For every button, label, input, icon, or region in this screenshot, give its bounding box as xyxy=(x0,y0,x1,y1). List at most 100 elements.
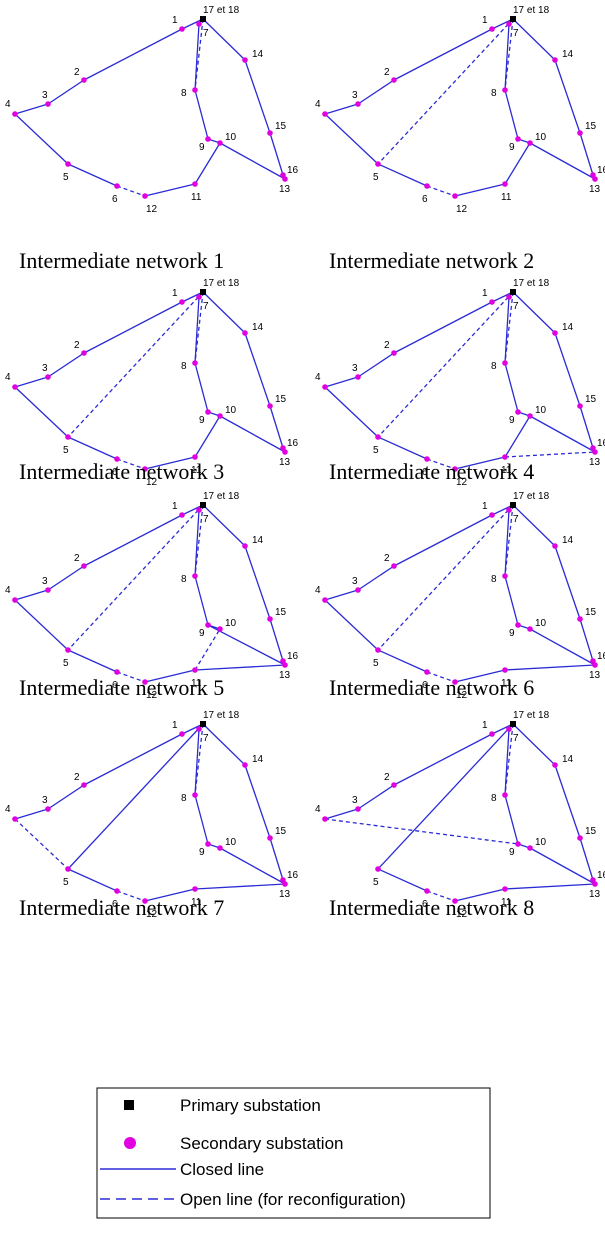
node-label-5: 5 xyxy=(373,172,379,183)
secondary-substation-node-6 xyxy=(424,669,430,675)
node-label-3: 3 xyxy=(352,363,358,374)
secondary-substation-node-2 xyxy=(391,350,397,356)
node-label-4: 4 xyxy=(315,99,321,110)
node-label-S: 17 et 18 xyxy=(513,491,550,502)
closed-line-14-15 xyxy=(244,59,271,134)
primary-substation-node xyxy=(510,502,516,508)
secondary-substation-node-12 xyxy=(142,466,148,472)
secondary-substation-node-16 xyxy=(280,445,286,451)
node-label-4: 4 xyxy=(5,372,11,383)
secondary-substation-node-14 xyxy=(242,762,248,768)
node-label-S: 17 et 18 xyxy=(513,710,550,721)
node-label-13: 13 xyxy=(279,889,291,900)
node-label-3: 3 xyxy=(352,90,358,101)
secondary-substation-node-12 xyxy=(452,679,458,685)
node-label-2: 2 xyxy=(384,772,390,783)
closed-line-12-11 xyxy=(454,183,506,197)
node-label-1: 1 xyxy=(482,501,488,512)
node-label-14: 14 xyxy=(252,754,264,765)
open-line-11-10 xyxy=(194,628,221,671)
secondary-substation-node-6 xyxy=(424,888,430,894)
secondary-substation-node-14 xyxy=(242,330,248,336)
node-label-13: 13 xyxy=(589,184,601,195)
secondary-substation-node-11 xyxy=(192,181,198,187)
open-line-S-8 xyxy=(194,504,204,577)
closed-line-1-2 xyxy=(83,733,183,786)
node-label-14: 14 xyxy=(562,322,574,333)
closed-line-S-1 xyxy=(181,18,204,30)
node-label-10: 10 xyxy=(535,618,547,629)
secondary-substation-node-7 xyxy=(506,726,512,732)
secondary-substation-node-16 xyxy=(590,445,596,451)
closed-line-14-15 xyxy=(244,764,271,839)
legend-primary-label: Primary substation xyxy=(180,1096,321,1115)
node-label-2: 2 xyxy=(384,340,390,351)
node-label-2: 2 xyxy=(74,340,80,351)
closed-line-S-1 xyxy=(181,291,204,303)
node-label-16: 16 xyxy=(287,870,299,881)
node-label-8: 8 xyxy=(181,793,187,804)
closed-line-11-13 xyxy=(194,883,286,890)
node-label-15: 15 xyxy=(275,394,287,405)
secondary-substation-node-10 xyxy=(527,845,533,851)
closed-line-9-8 xyxy=(194,362,209,413)
closed-line-S-14 xyxy=(202,504,246,547)
node-label-1: 1 xyxy=(172,15,178,26)
node-label-6: 6 xyxy=(112,899,118,910)
secondary-substation-node-4 xyxy=(322,816,328,822)
closed-line-8-7 xyxy=(194,728,200,796)
closed-line-1-2 xyxy=(83,514,183,567)
secondary-substation-node-1 xyxy=(179,512,185,518)
node-label-6: 6 xyxy=(422,680,428,691)
node-label-5: 5 xyxy=(63,172,69,183)
closed-line-S-14 xyxy=(202,18,246,61)
node-label-7: 7 xyxy=(513,733,519,744)
node-label-4: 4 xyxy=(315,372,321,383)
network-caption-8: Intermediate network 8 xyxy=(329,895,534,920)
secondary-substation-node-8 xyxy=(192,792,198,798)
network-caption-5: Intermediate network 5 xyxy=(19,675,224,700)
node-label-10: 10 xyxy=(225,405,237,416)
node-label-15: 15 xyxy=(275,121,287,132)
secondary-substation-node-8 xyxy=(502,792,508,798)
closed-line-1-2 xyxy=(393,733,493,786)
node-label-7: 7 xyxy=(513,301,519,312)
secondary-substation-node-2 xyxy=(81,782,87,788)
network-caption-3: Intermediate network 3 xyxy=(19,459,224,484)
node-label-7: 7 xyxy=(203,301,209,312)
secondary-substation-node-1 xyxy=(489,731,495,737)
node-label-3: 3 xyxy=(42,795,48,806)
secondary-substation-node-3 xyxy=(355,101,361,107)
closed-line-5-6 xyxy=(67,649,118,673)
secondary-substation-node-10 xyxy=(527,413,533,419)
node-label-11: 11 xyxy=(501,465,512,476)
closed-line-S-5 xyxy=(67,723,204,870)
node-label-9: 9 xyxy=(199,142,205,153)
secondary-substation-node-5 xyxy=(65,161,71,167)
closed-line-13-10 xyxy=(529,628,596,666)
primary-substation-icon xyxy=(124,1100,134,1110)
closed-line-12-11 xyxy=(454,669,506,683)
closed-line-1-2 xyxy=(393,301,493,354)
secondary-substation-node-5 xyxy=(375,434,381,440)
node-label-S: 17 et 18 xyxy=(203,491,240,502)
node-label-6: 6 xyxy=(112,194,118,205)
node-label-8: 8 xyxy=(181,361,187,372)
node-label-5: 5 xyxy=(63,877,69,888)
secondary-substation-node-5 xyxy=(375,161,381,167)
secondary-substation-node-5 xyxy=(65,647,71,653)
secondary-substation-node-10 xyxy=(217,140,223,146)
node-label-2: 2 xyxy=(384,67,390,78)
node-label-7: 7 xyxy=(513,514,519,525)
node-label-13: 13 xyxy=(279,670,291,681)
secondary-substation-node-8 xyxy=(192,573,198,579)
node-label-10: 10 xyxy=(535,132,547,143)
node-label-10: 10 xyxy=(225,618,237,629)
secondary-substation-node-12 xyxy=(452,898,458,904)
node-label-6: 6 xyxy=(422,194,428,205)
primary-substation-node xyxy=(510,289,516,295)
secondary-substation-node-11 xyxy=(192,667,198,673)
closed-line-S-1 xyxy=(491,291,514,303)
